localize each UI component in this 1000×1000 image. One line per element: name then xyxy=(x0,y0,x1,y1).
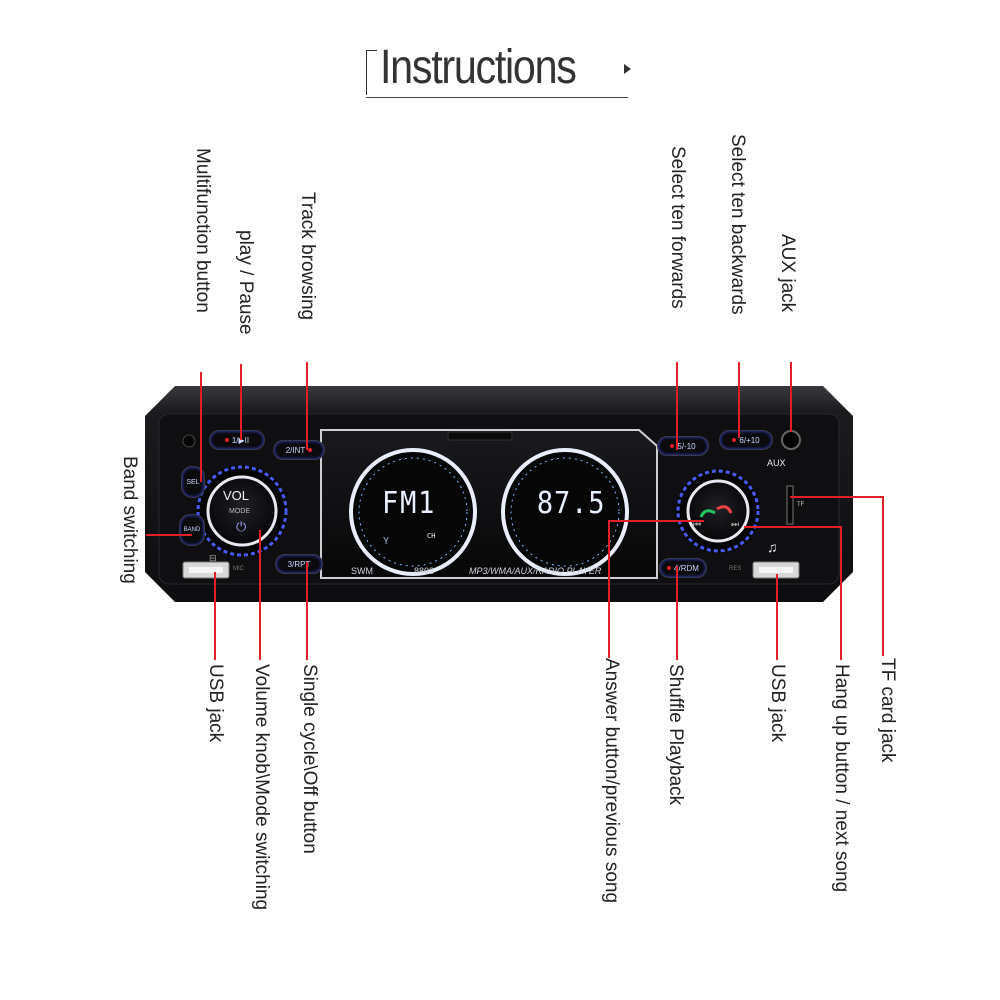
leader-usb-right xyxy=(776,574,778,660)
label-multifunction: Multifunction button xyxy=(192,148,213,313)
leader-track-browsing xyxy=(306,362,308,450)
vol-label: VOL xyxy=(223,488,250,503)
leader-shuffle xyxy=(676,566,678,660)
label-volume-knob: Volume knob\Mode switching xyxy=(251,664,272,911)
leader-play-pause xyxy=(240,364,242,440)
mode-label: MODE xyxy=(229,508,250,515)
leader-hangup-v xyxy=(840,526,842,660)
signal-icon: Y xyxy=(383,536,390,547)
label-tf-card-jack: TF card jack xyxy=(877,658,898,763)
leader-volume-knob xyxy=(259,530,261,660)
leader-band-switching xyxy=(146,534,192,536)
leader-ten-forwards xyxy=(676,362,678,450)
label-play-pause: play / Pause xyxy=(235,230,256,335)
aux-label: AUX xyxy=(767,458,786,468)
display-ch: CH xyxy=(427,532,436,540)
mic-label: MIC xyxy=(233,566,244,572)
title-block: Instructions xyxy=(366,40,631,98)
label-aux-jack: AUX jack xyxy=(777,234,798,313)
tf-label: TF xyxy=(797,502,805,508)
music-note-icon: ♫ xyxy=(767,539,778,555)
label-hang-up: Hang up button / next song xyxy=(831,664,852,893)
track-browsing-button[interactable]: 2/INT xyxy=(273,440,325,460)
label-track-browsing: Track browsing xyxy=(297,192,318,321)
leader-tf-v xyxy=(882,496,884,656)
page-title: Instructions xyxy=(380,41,577,94)
power-icon[interactable]: ⏻ xyxy=(236,519,247,534)
leader-tf-h xyxy=(790,496,882,498)
band-button[interactable]: BAND xyxy=(179,514,205,546)
title-bracket xyxy=(366,50,377,95)
model-number: 8808 xyxy=(414,566,435,576)
label-shuffle-playback: Shuffle Playback xyxy=(665,664,686,806)
title-arrow-icon xyxy=(624,64,631,74)
model-brand: SWM xyxy=(351,566,373,576)
label-select-ten-backwards: Select ten backwards xyxy=(727,134,748,315)
leader-hangup-h xyxy=(744,526,840,528)
prev-icon[interactable]: ⏮ xyxy=(693,519,702,529)
label-single-cycle: Single cycle\Off button xyxy=(299,664,320,854)
play-pause-button[interactable]: 1/▶II xyxy=(209,430,265,450)
title-underline xyxy=(366,97,628,98)
leader-ten-backwards xyxy=(738,362,740,438)
leader-usb-left xyxy=(214,572,216,660)
rst-label: RES xyxy=(729,566,742,572)
select-ten-forwards-button[interactable]: 5/-10 xyxy=(657,436,709,456)
display-frequency: 87.5 xyxy=(536,486,606,521)
battery-icon: ⊟ xyxy=(209,553,217,563)
player-type: MP3/WMA/AUX/RADIO PLAYER xyxy=(469,566,602,576)
label-usb-jack-right: USB jack xyxy=(767,664,788,743)
leader-answer-h xyxy=(608,520,704,522)
display-band: FM1 xyxy=(382,486,437,521)
single-cycle-button[interactable]: 3/RPT xyxy=(275,554,323,574)
leader-single-cycle xyxy=(306,562,308,660)
label-usb-jack-left: USB jack xyxy=(205,664,226,743)
next-icon[interactable]: ⏭ xyxy=(731,519,740,529)
label-band-switching: Band switching xyxy=(119,456,140,584)
label-answer-button: Answer button/previous song xyxy=(601,658,622,904)
car-stereo: 1/▶II 2/INT SEL BAND 3/RPT 5/-10 6/+10 4… xyxy=(145,386,853,602)
select-ten-backwards-button[interactable]: 6/+10 xyxy=(719,430,773,450)
leader-aux-jack xyxy=(790,362,792,432)
leader-answer-v xyxy=(608,520,610,658)
leader-multifunction xyxy=(200,372,202,482)
label-select-ten-forwards: Select ten forwards xyxy=(667,146,688,309)
shuffle-button[interactable]: 4/RDM xyxy=(659,558,707,578)
